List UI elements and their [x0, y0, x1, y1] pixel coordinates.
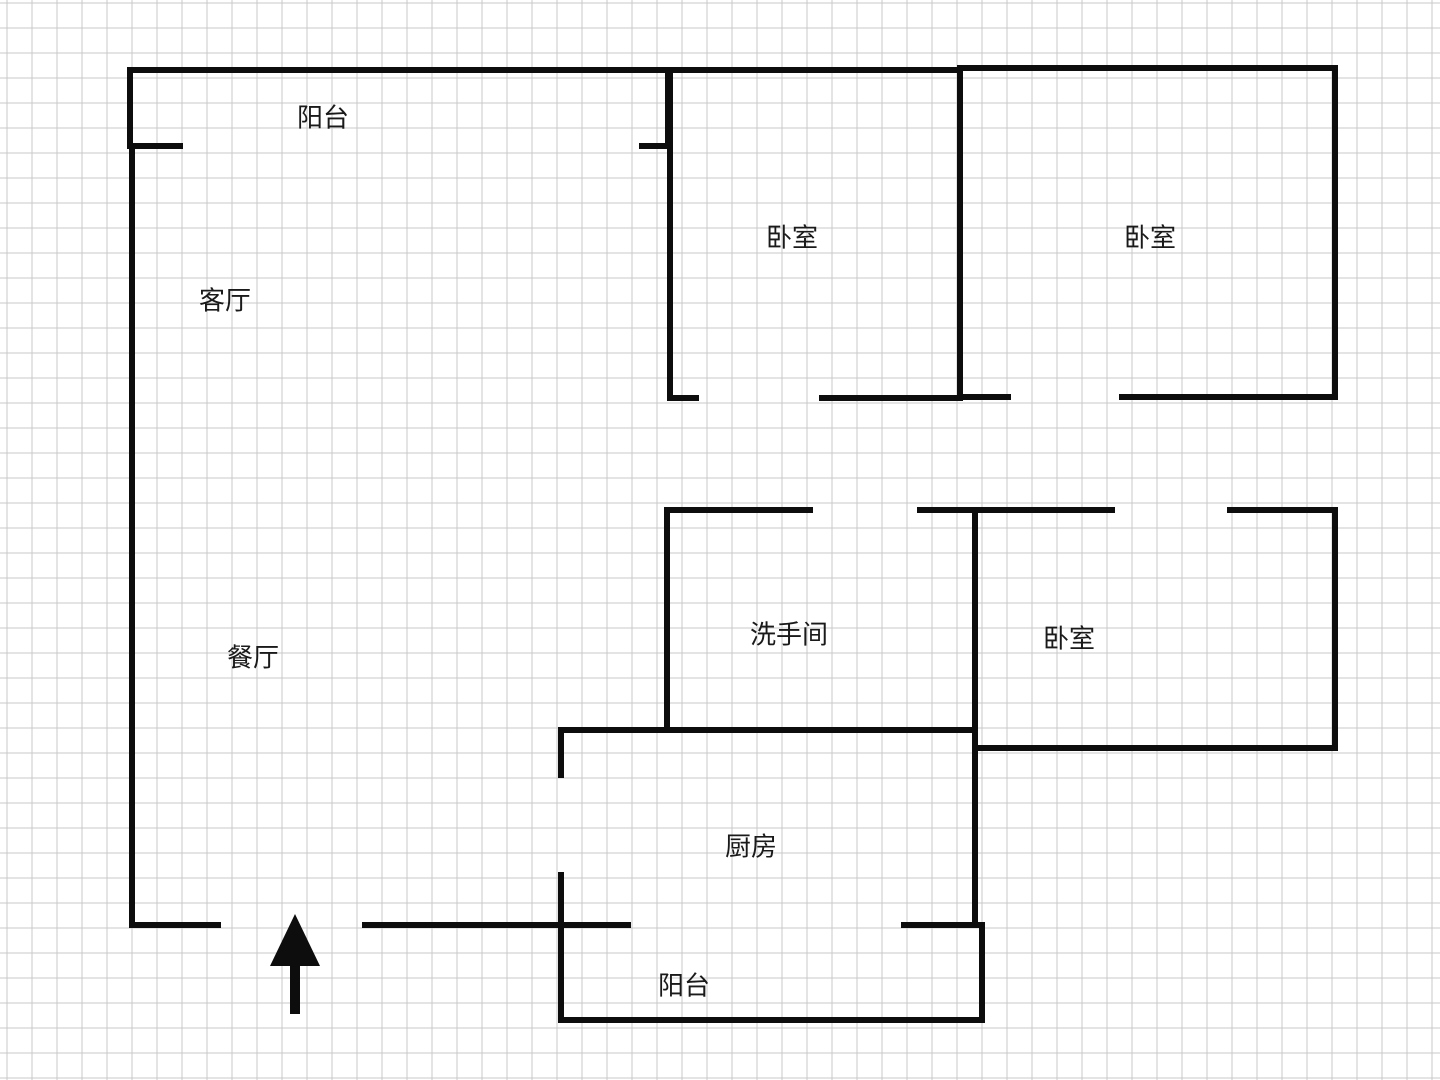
room-label-bedroom-2: 卧室 [1124, 224, 1176, 254]
room-label-bathroom: 洗手间 [750, 621, 828, 651]
room-label-living-room: 客厅 [199, 287, 251, 317]
wall-top-balcony [127, 67, 671, 149]
wall-bottom-balcony [558, 922, 985, 1023]
room-label-kitchen: 厨房 [725, 833, 777, 863]
wall-bathroom [664, 507, 813, 731]
up-arrow-icon [270, 914, 320, 1014]
room-label-bedroom-3: 卧室 [1043, 625, 1095, 655]
wall-bathroom-top-right [917, 507, 978, 928]
room-label-dining-room: 餐厅 [227, 644, 279, 674]
wall-bedroom1 [667, 67, 699, 401]
room-label-balcony-top: 阳台 [297, 104, 349, 134]
room-label-bedroom-1: 卧室 [766, 224, 818, 254]
room-label-balcony-bottom: 阳台 [658, 972, 710, 1002]
walls [127, 65, 1338, 1023]
wall-bedroom3-right [972, 507, 1338, 751]
wall-bedroom2 [957, 65, 1338, 400]
